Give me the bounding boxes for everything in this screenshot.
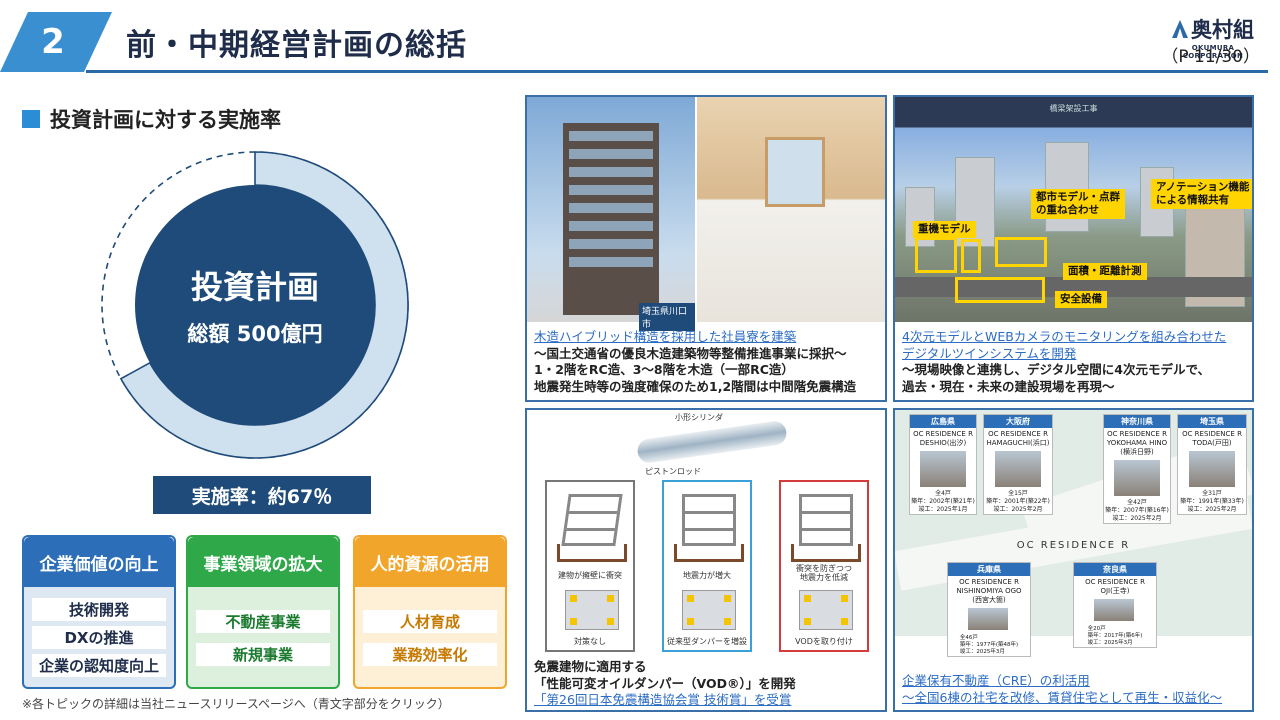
caption-line: 過去・現在・未来の建設現場を再現〜 (902, 378, 1115, 394)
residence-card: 神奈川県 OC RESIDENCE R YOKOHAMA HINO (横浜日野)… (1103, 414, 1171, 524)
panel-corporate-real-estate: 広島県 OC RESIDENCE R DESHIO(出汐) 全4戸 築年：200… (893, 408, 1254, 712)
news-link-digital-twin[interactable]: 4次元モデルとWEBカメラのモニタリングを組み合わせた (902, 329, 1227, 344)
caption-line: 〜国土交通省の優良木造建築物等整備推進事業に採択〜 (534, 345, 847, 361)
cylinder-label: 小形シリンダ (675, 413, 723, 422)
donut-total: 総額 500億円 (187, 322, 323, 346)
logo-english: OKUMURA CORPORATION (1182, 44, 1244, 60)
label-city-model: 都市モデル・点群 の重ね合わせ (1031, 189, 1125, 219)
photo-location-label: 埼玉県川口市 (639, 303, 695, 331)
section-heading-text: 投資計画に対する実施率 (50, 108, 281, 132)
category-item: 不動産事業 (196, 610, 330, 633)
category-item: DXの推進 (32, 626, 166, 649)
case-no-measure: 建物が擁壁に衝突 対策なし (545, 480, 635, 652)
donut-title: 投資計画 (190, 268, 319, 306)
rod-label: ピストンロッド (645, 467, 701, 476)
case-vod: 衝突を防ぎつつ 地震力を低減 VODを取り付け (779, 480, 869, 652)
page-title: 前・中期経営計画の総括 (126, 28, 467, 63)
footnote: ※各トピックの詳細は当社ニュースリリースページへ（青文字部分をクリック） (22, 697, 450, 711)
page-number: （P 11/30） (1161, 47, 1260, 67)
residence-card: 埼玉県 OC RESIDENCE R TODA(戸田) 全31戸 築年：1991… (1177, 414, 1247, 515)
category-title: 企業価値の向上 (24, 537, 174, 587)
implementation-rate: 実施率：約67％ (153, 476, 371, 514)
news-link-cre-2[interactable]: 〜全国6棟の社宅を改修、賃貸住宅として再生・収益化〜 (902, 689, 1223, 705)
brand-logo: OC RESIDENCE R (1016, 540, 1131, 551)
logo-text: 奥村組 (1191, 18, 1254, 42)
category-item: 新規事業 (196, 643, 330, 666)
label-annotation: アノテーション機能 による情報共有 (1151, 179, 1252, 209)
caption-line: 地震発生時等の強度確保のため1,2階間は中間階免震構造 (534, 378, 857, 394)
header-divider (86, 70, 1268, 73)
panel-wooden-dormitory: 埼玉県川口市 木造ハイブリッド構造を採用した社員寮を建築 〜国土交通省の優良木造… (525, 95, 887, 402)
category-title: 人的資源の活用 (355, 537, 505, 587)
screen-title: 橋梁架設工事 (1049, 104, 1098, 113)
investment-donut (101, 151, 409, 459)
section-heading: 投資計画に対する実施率 (22, 104, 281, 134)
category-corporate-value: 企業価値の向上 技術開発 DXの推進 企業の認知度向上 (22, 535, 176, 689)
panel-digital-twin: 橋梁架設工事 都市モデル・点群 の重ね合わせ アノテーション機能 による情報共有… (893, 95, 1254, 402)
square-bullet-icon (22, 110, 40, 128)
news-link-wooden-dormitory[interactable]: 木造ハイブリッド構造を採用した社員寮を建築 (534, 329, 797, 344)
category-item: 業務効率化 (363, 643, 497, 666)
tower-image (563, 123, 659, 315)
residence-card: 奈良県 OC RESIDENCE R OJI(王寺) 全20戸 築年：2017年… (1073, 562, 1157, 648)
caption-line: 1・2階をRC造、3〜8階を木造（一部RC造） (534, 362, 794, 377)
window-image (765, 137, 825, 207)
donut-center (135, 185, 375, 425)
label-crane-model: 重機モデル (913, 221, 976, 238)
residence-card: 大阪府 OC RESIDENCE R HAMAGUCHI(浜口) 全15戸 築年… (983, 414, 1053, 515)
building-photo: 埼玉県川口市 (527, 97, 695, 331)
caption-line: 免震建物に適用する (534, 659, 647, 674)
japan-map: 広島県 OC RESIDENCE R DESHIO(出汐) 全4戸 築年：200… (895, 410, 1252, 657)
news-link-award[interactable]: 「第26回日本免震構造協会賞 技術賞」を受賞 (534, 692, 792, 707)
category-item: 技術開発 (32, 598, 166, 621)
residence-card: 広島県 OC RESIDENCE R DESHIO(出汐) 全4戸 築年：200… (909, 414, 977, 515)
interior-photo (697, 97, 885, 322)
category-item: 企業の認知度向上 (32, 654, 166, 677)
case-conventional-damper: 地震力が増大 従来型ダンパーを増設 (662, 480, 752, 652)
label-measurement: 面積・距離計測 (1063, 263, 1147, 280)
digital-twin-screenshot: 橋梁架設工事 都市モデル・点群 の重ね合わせ アノテーション機能 による情報共有… (895, 97, 1252, 322)
caption-line: 〜現場映像と連携し、デジタル空間に4次元モデルで、 (902, 362, 1210, 377)
label-safety: 安全設備 (1055, 291, 1107, 308)
panel-oil-damper: 小形シリンダ ピストンロッド 建物が擁壁に衝突 対策なし 地震力が増大 従来型ダ… (525, 408, 887, 712)
news-link-cre[interactable]: 企業保有不動産（CRE）の利活用 (902, 673, 1090, 688)
caption-line: 「性能可変オイルダンパー（VOD®）」を開発 (534, 675, 796, 691)
category-business-expansion: 事業領域の拡大 不動産事業 新規事業 (186, 535, 340, 689)
logo-mark-icon (1172, 20, 1188, 38)
cylinder-image (636, 419, 788, 465)
category-item: 人材育成 (363, 610, 497, 633)
news-link-digital-twin-2[interactable]: デジタルツインシステムを開発 (902, 345, 1077, 361)
residence-card: 兵庫県 OC RESIDENCE R NISHINOMIYA OGO (西宮大箇… (947, 562, 1031, 657)
company-logo: 奥村組 OKUMURA CORPORATION (1168, 14, 1258, 60)
category-title: 事業領域の拡大 (188, 537, 338, 587)
category-human-resources: 人的資源の活用 人材育成 業務効率化 (353, 535, 507, 689)
